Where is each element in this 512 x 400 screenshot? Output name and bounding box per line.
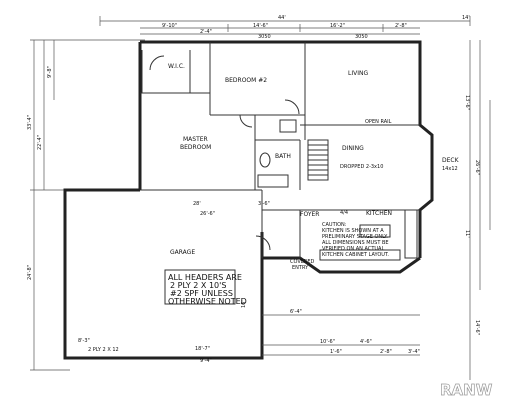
room-bedroom-2: BEDROOM #2 <box>225 77 267 84</box>
headers-note-box <box>164 269 236 305</box>
dim-right-14-6: 14'-6" <box>474 320 480 335</box>
dim-top-right: 14' <box>462 15 470 21</box>
dim-2-8: 2'-8" <box>395 23 407 29</box>
dim-left-22-4: 22'-4" <box>37 135 43 150</box>
dim-bot-8-3: 8'-3" <box>78 338 90 344</box>
dim-garage-18-7: 18'-7" <box>195 346 210 352</box>
door-swings <box>149 55 300 251</box>
interior-walls <box>140 42 420 258</box>
dim-bot-10-6: 10'-6" <box>320 339 335 345</box>
room-deck: DECK <box>442 157 460 164</box>
bath-fixtures <box>257 119 297 188</box>
note-headers-line-2: 2 PLY 2 X 10'S <box>170 281 226 290</box>
dim-garage-9-4: 9'-4" <box>200 358 212 364</box>
caution-note: CAUTION: KITCHEN IS SHOWN AT A PRELIMINA… <box>322 222 389 258</box>
room-master-1: MASTER <box>183 136 208 143</box>
room-master-2: BEDROOM <box>180 144 211 151</box>
dim-left-9-8: 9'-8" <box>47 66 53 78</box>
dim-bot-4-6: 4'-6" <box>360 339 372 345</box>
caution-line-1: CAUTION: <box>322 222 347 228</box>
caution-line-5: VERIFIED ON AN ACTUAL <box>322 246 384 252</box>
room-kitchen: KITCHEN <box>366 210 392 217</box>
stairs <box>307 139 329 181</box>
window-label-1: 3050 <box>258 34 271 40</box>
room-covered-1: COVERED <box>290 259 315 265</box>
note-headers-line-4: OTHERWISE NOTED <box>168 297 247 306</box>
right-dimensions <box>469 40 491 380</box>
dim-top-total: 44' <box>278 15 286 21</box>
dim-mid-4-4: 4/4 <box>340 210 348 216</box>
window-label-2: 3050 <box>355 34 368 40</box>
caution-line-6: KITCHEN CABINET LAYOUT. <box>322 252 389 258</box>
caution-line-2: KITCHEN IS SHOWN AT A <box>322 228 384 234</box>
caution-line-4: ALL DIMENSIONS MUST BE <box>322 240 389 246</box>
note-headers-line-1: ALL HEADERS ARE <box>168 273 242 282</box>
bottom-dimensions <box>262 314 420 356</box>
beam-label: 2 PLY 2 X 12 <box>88 347 119 353</box>
dim-bot-1-6: 1'-6" <box>330 349 342 355</box>
dim-9-10: 9'-10" <box>162 23 177 29</box>
dim-bot-2-8: 2'-8" <box>380 349 392 355</box>
dim-garage-16: 16' <box>241 300 247 308</box>
caution-line-3: PRELIMINARY STAGE ONLY. <box>322 234 388 240</box>
dim-garage-26-6: 26'-6" <box>200 211 215 217</box>
dim-left-24-8: 24'-8" <box>27 265 33 280</box>
room-deck-size: 14x12 <box>442 166 458 172</box>
dim-garage-28: 28' <box>193 201 201 207</box>
dim-right-13-6: 13'-6" <box>464 95 470 110</box>
kitchen-cabinets <box>319 209 418 261</box>
dim-16-2: 16'-2" <box>330 23 345 29</box>
dim-left-33-4: 33'-4" <box>27 115 33 130</box>
room-garage: GARAGE <box>170 249 195 256</box>
dim-bot-6-4: 6'-4" <box>290 309 302 315</box>
dim-mid-3-6: 3'-6" <box>258 201 270 207</box>
room-dropped-ceiling: DROPPED 2-3x10 <box>340 164 383 170</box>
dim-14-6: 14'-6" <box>253 23 268 29</box>
room-wic: W.I.C. <box>168 63 185 70</box>
room-bath: BATH <box>275 153 291 160</box>
dim-2-4: 2'-4" <box>200 29 212 35</box>
open-rail-label: OPEN RAIL <box>365 119 392 125</box>
dim-right-26-6: 26'-6" <box>474 160 480 175</box>
exterior-walls <box>63 40 434 360</box>
room-living: LIVING <box>348 70 368 77</box>
note-headers-line-3: #2 SPF UNLESS <box>170 289 233 298</box>
dim-bot-3-4: 3'-4" <box>408 349 420 355</box>
top-dimensions <box>99 16 471 35</box>
watermark: RANW <box>440 381 493 399</box>
room-covered-2: ENTRY <box>292 265 309 271</box>
room-foyer: FOYER <box>300 211 319 218</box>
dim-right-11: 11' <box>464 230 470 238</box>
room-dining: DINING <box>342 145 364 152</box>
left-dimensions <box>30 39 145 371</box>
